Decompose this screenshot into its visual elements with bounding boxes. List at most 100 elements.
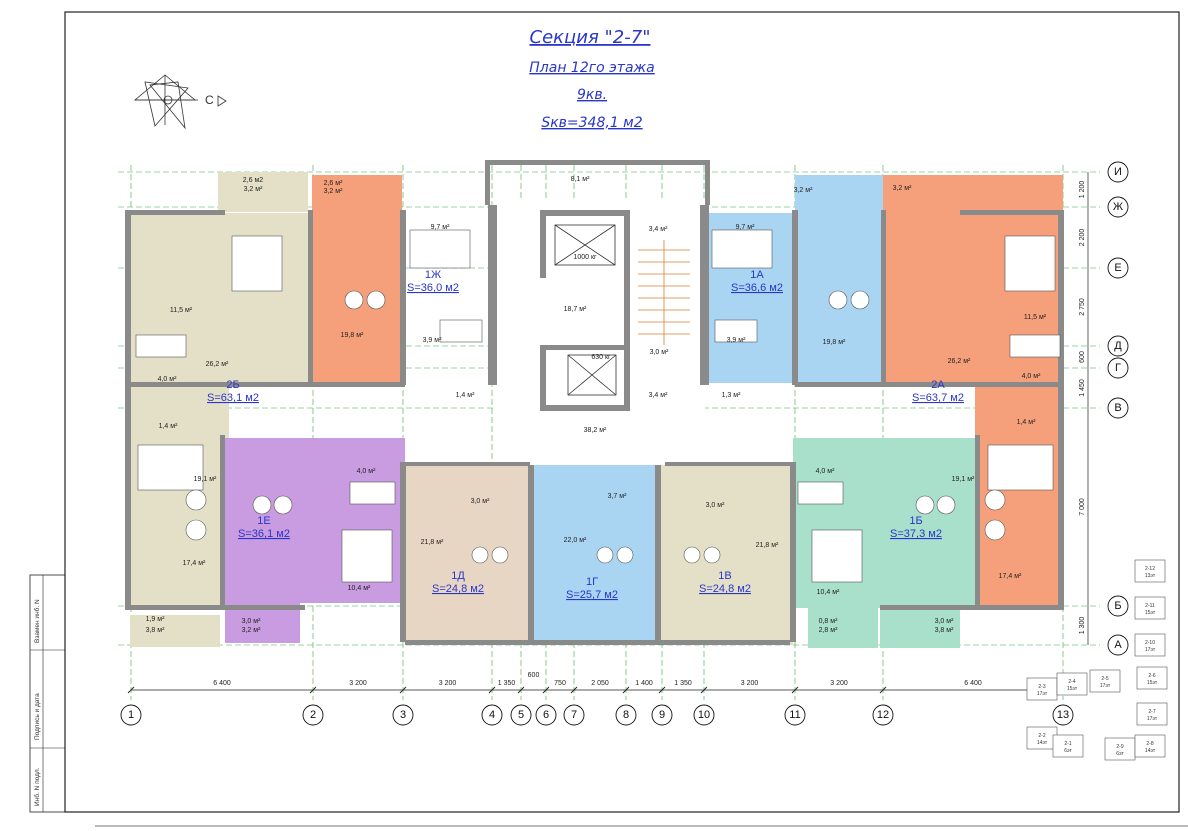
room-area-28: 1,4 м² [1017,419,1036,426]
axis-label-3: 3 [400,709,406,721]
apartment-id-6: 1Г [586,576,598,588]
dim-bottom-0: 6 400 [213,680,231,687]
axis-bubble-Д [1107,335,1129,357]
dim-right-3: 600 [1079,351,1086,363]
walls [125,160,1064,645]
zone-1b-balcony [808,608,878,648]
key-label-2: 2-10 [1145,640,1155,646]
stamp-inv-number: Инб. N подл. [33,767,41,806]
bed-2b-2 [137,444,204,491]
room-area-0: 2,6 м2 [243,177,263,184]
zone-1d [405,465,530,645]
axis-label-Ж: Ж [1113,201,1123,213]
room-area-38: 22,0 м² [564,537,587,544]
bed-1a [711,229,773,269]
axis-bubble-Б [1107,595,1129,617]
dim-bottom-8: 1 350 [674,680,692,687]
apartment-area-2: S=63,1 м2 [207,392,259,404]
room-area-29: 38,2 м² [584,427,607,434]
key-block-2 [1134,633,1166,657]
room-area-22: 4,0 м² [158,376,177,383]
dim-bottom-4: 600 [528,672,540,679]
room-area-49: 2,8 м² [819,627,838,634]
room-area-21: 3,0 м² [650,349,669,356]
axis-label-9: 9 [659,709,665,721]
zone-1a [795,175,883,383]
dim-tick-3 [488,686,496,694]
dim-right-6: 1 300 [1079,617,1086,635]
zone-2b-living [129,213,312,385]
room-area-2: 2,6 м² [324,180,343,187]
room-area-6: 3,2 м² [893,185,912,192]
apartment-id-1: 1А [750,269,764,281]
axis-label-И: И [1114,166,1122,178]
room-area-35: 3,7 м² [608,493,627,500]
room-area-3: 3,2 м² [324,188,343,195]
key-block-5 [1089,669,1121,693]
dim-bottom-2: 3 200 [439,680,457,687]
apartment-area-3: S=63,7 м2 [912,392,964,404]
stamp-replace-inv: Взамен инб. N [33,599,41,643]
key-floors-2: 17эт [1145,647,1156,653]
axis-label-Е: Е [1114,262,1121,274]
room-area-45: 3,8 м² [146,627,165,634]
apartment-area-1: S=36,6 м2 [731,282,783,294]
dim-tick-6 [570,686,578,694]
key-floors-5: 17эт [1100,683,1111,689]
apartment-id-5: 1Д [451,570,465,582]
apartment-id-7: 1В [718,570,731,582]
axis-label-6: 6 [543,709,549,721]
room-area-40: 17,4 м² [183,560,206,567]
bed-1b [811,529,863,583]
axis-bubble-И [1107,161,1129,183]
room-area-9: 9,7 м² [736,224,755,231]
axis-bubble-А [1107,634,1129,656]
room-area-23: 4,0 м² [1022,373,1041,380]
apartment-id-2: 2Б [226,379,239,391]
dim-right-4: 1 450 [1079,379,1086,397]
apartment-area-5: S=24,8 м2 [432,583,484,595]
key-block-0 [1134,559,1166,583]
room-area-51: 3,8 м² [935,627,954,634]
room-area-43: 17,4 м² [999,573,1022,580]
room-area-14: 19,8 м² [823,339,846,346]
apartment-area-8: S=37,3 м2 [890,528,942,540]
room-area-24: 1,4 м² [456,392,475,399]
room-area-41: 10,4 м² [348,585,371,592]
key-label-10: 2-9 [1116,744,1123,750]
axis-label-2: 2 [310,709,316,721]
apartment-id-3: 2А [931,379,945,391]
key-block-1 [1134,596,1166,620]
room-area-12: 19,8 м² [341,332,364,339]
room-area-11: 11,5 м² [170,307,193,314]
dim-bottom-10: 3 200 [830,680,848,687]
axis-bubble-Г [1107,357,1129,379]
compass-icon: С [133,74,227,130]
room-area-16: 26,2 м² [206,361,229,368]
axis-label-4: 4 [489,709,495,721]
zone-2b-balcony [130,615,220,647]
key-floors-3: 17эт [1037,691,1048,697]
room-area-39: 21,8 м² [756,542,779,549]
apartment-area-7: S=24,8 м2 [699,583,751,595]
room-area-42: 10,4 м² [817,589,840,596]
sheet-frame [64,11,1180,813]
key-block-6 [1136,666,1168,690]
room-area-8: 3,4 м² [649,226,668,233]
bed-2a-2 [987,444,1054,491]
key-plan: 2-1213эт2-1115эт2-1017эт2-317эт2-415эт2-… [1026,559,1168,761]
key-floors-1: 15эт [1145,610,1156,616]
axis-bubble-Ж [1107,196,1129,218]
dim-bottom-7: 1 400 [635,680,653,687]
dim-tick-10 [791,686,799,694]
room-area-26: 1,3 м² [722,392,741,399]
title-block: Секция "2-7" План 12го этажа 9кв. Sкв=34… [529,27,654,131]
key-block-9 [1052,734,1084,758]
axis-bubble-8 [615,704,637,726]
dim-bottom-1: 3 200 [349,680,367,687]
room-area-1: 3,2 м² [244,186,263,193]
axis-label-10: 10 [698,709,710,721]
key-floors-4: 15эт [1067,686,1078,692]
zone-1b-loggia [880,608,960,648]
